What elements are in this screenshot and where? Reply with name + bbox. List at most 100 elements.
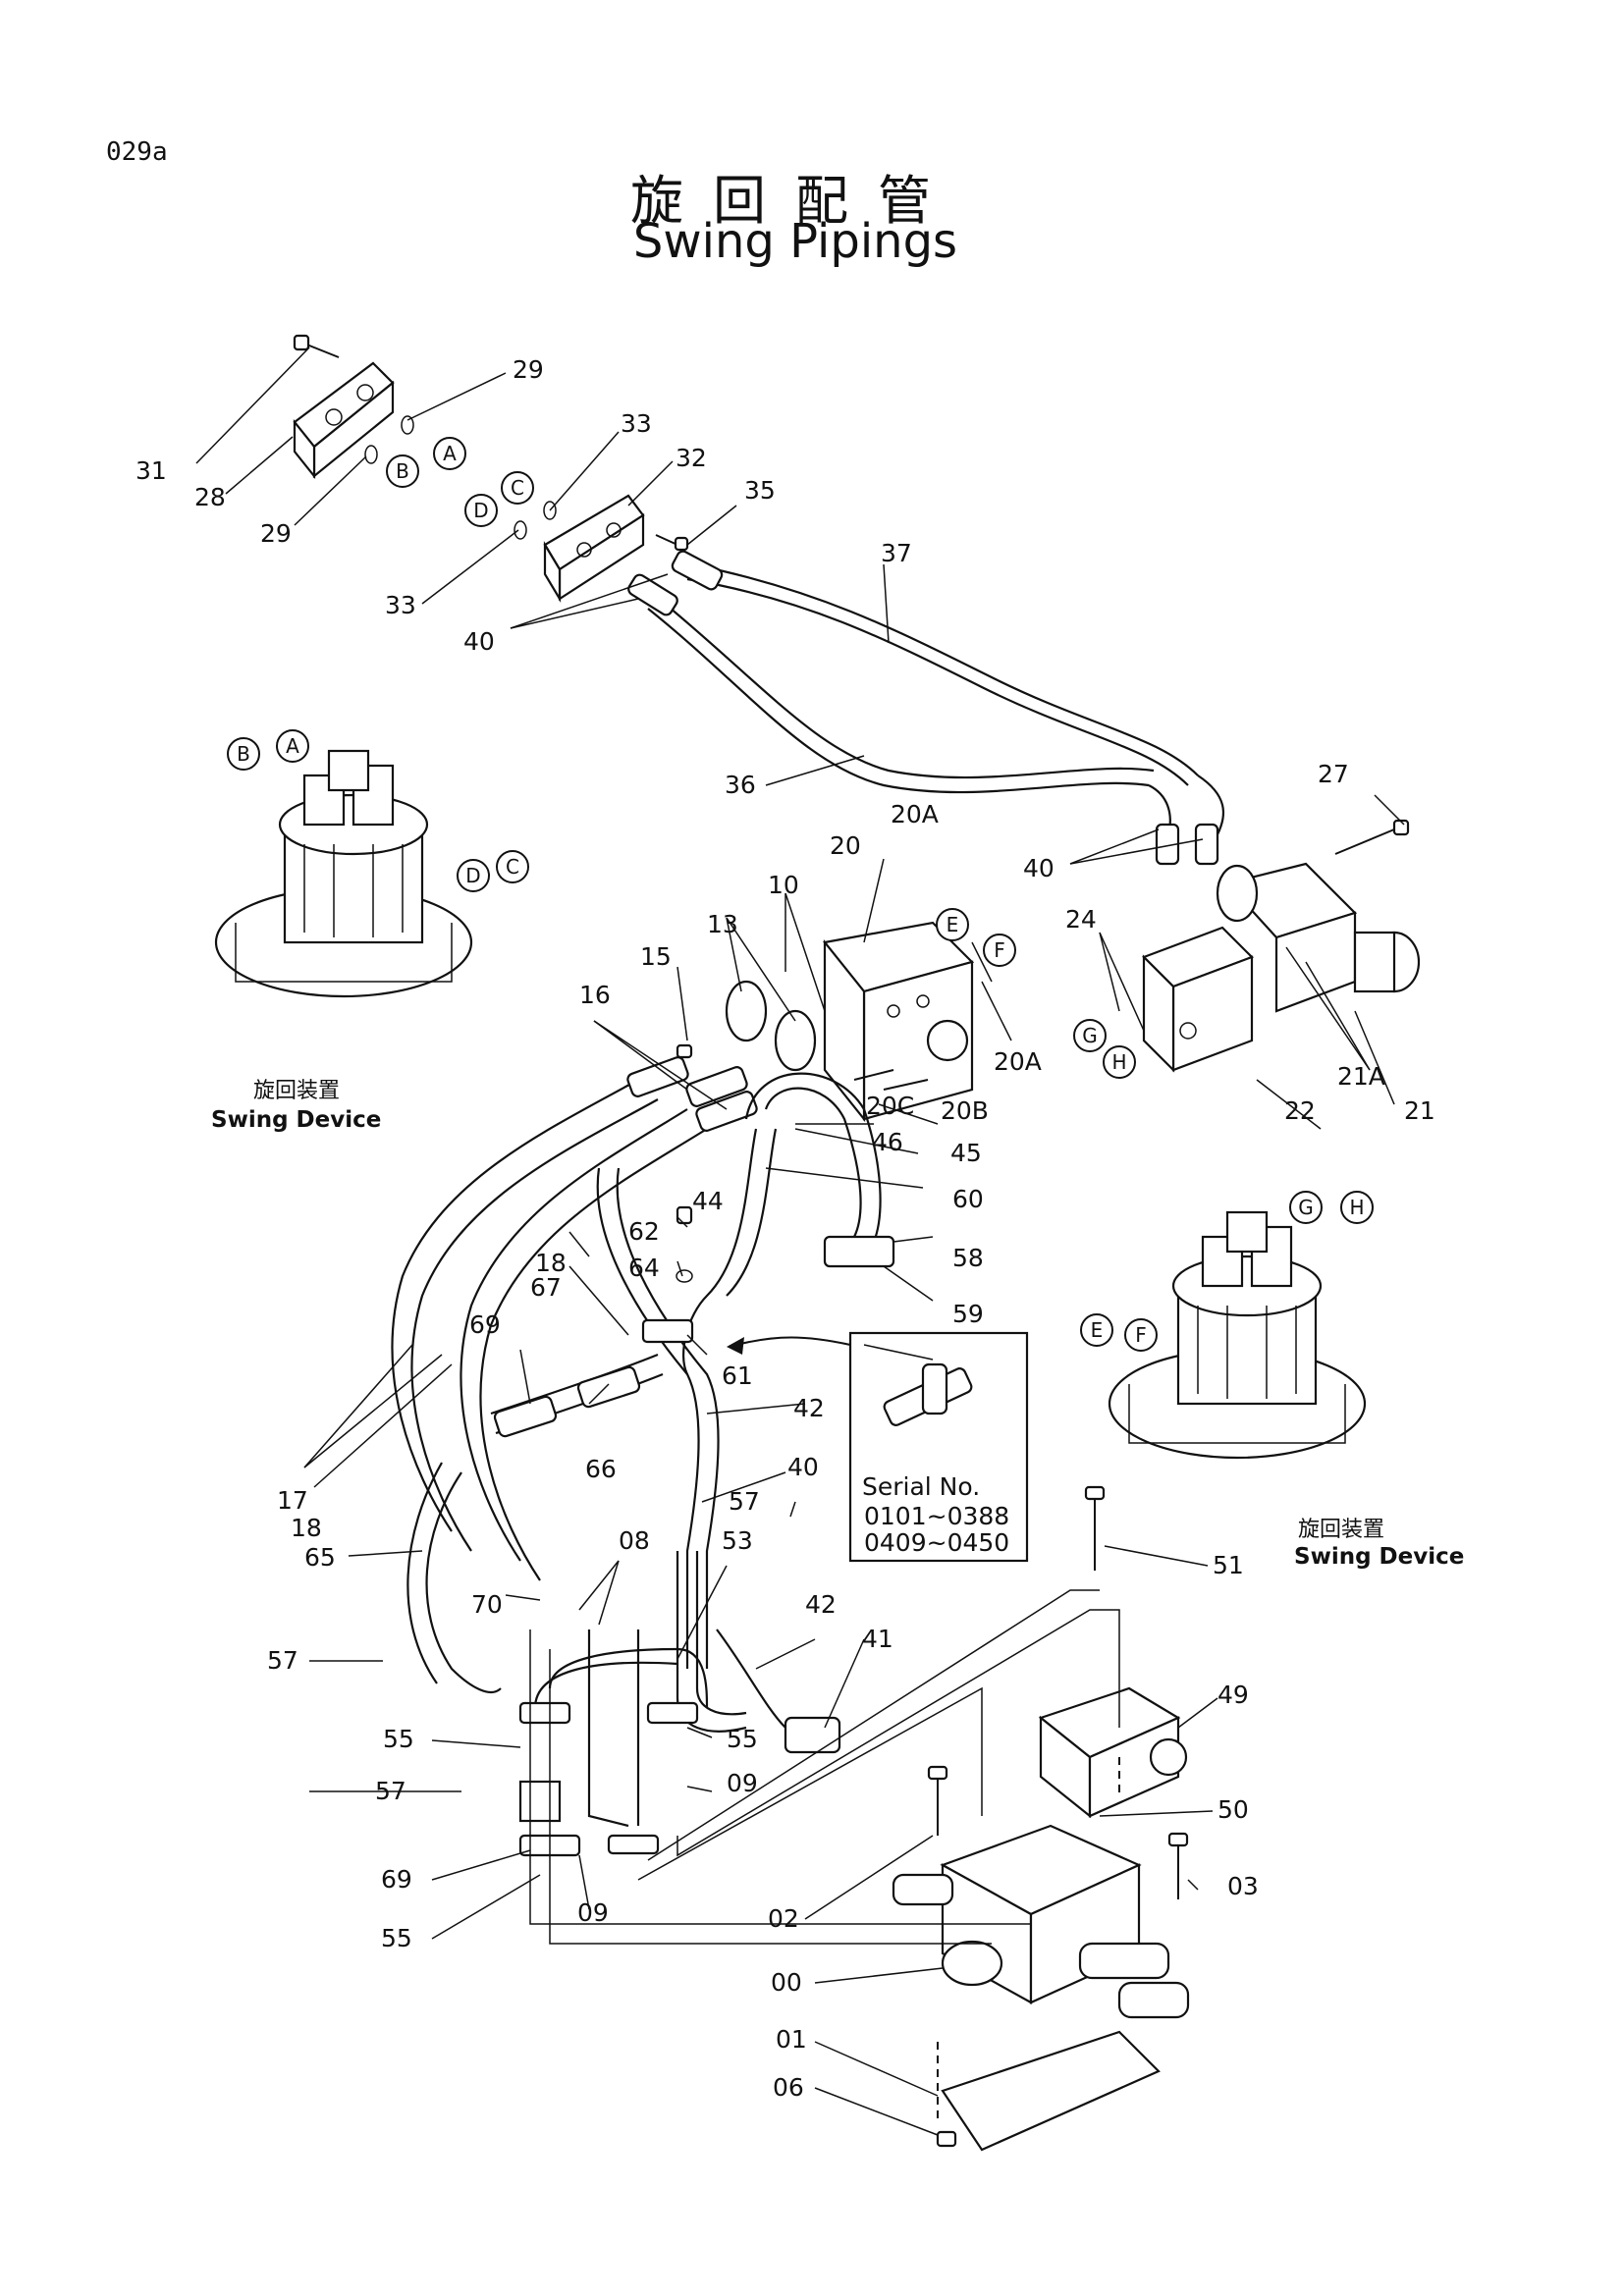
- label-49: 49: [1217, 1681, 1249, 1709]
- label-41: 41: [862, 1625, 893, 1653]
- label-33: 35: [744, 476, 776, 505]
- label-14: 10: [768, 871, 799, 899]
- label-21: 21: [1404, 1096, 1435, 1125]
- label-20A-right: 20A: [994, 1047, 1042, 1076]
- page-code: 029a: [106, 137, 168, 167]
- label-31: 32: [676, 444, 707, 472]
- label-70: 70: [471, 1590, 503, 1619]
- label-54-mid: 55: [727, 1725, 758, 1753]
- label-36: 37: [881, 539, 912, 567]
- svg-text:H: H: [1111, 1050, 1126, 1074]
- caption-swing-device-left-en: Swing Device: [211, 1107, 381, 1133]
- flange-plate-27: [293, 361, 395, 480]
- label-51: 51: [1213, 1551, 1244, 1579]
- valve-49: [1038, 1686, 1188, 1819]
- port-F-right: F: [1124, 1318, 1158, 1352]
- label-22: 22: [1284, 1096, 1316, 1125]
- label-28-top: 29: [513, 355, 544, 384]
- captions: 旋回装置 Swing Device 旋回装置 Swing Device Seri…: [211, 1079, 1464, 1570]
- port-E-right: E: [1080, 1313, 1113, 1347]
- svg-text:C: C: [506, 855, 519, 879]
- label-46A: 46: [872, 1128, 903, 1156]
- label-17: 17: [277, 1486, 308, 1515]
- swing-device-left: [214, 749, 473, 998]
- label-21A: 21A: [1337, 1062, 1385, 1091]
- svg-text:E: E: [947, 913, 959, 936]
- port-A-left: A: [276, 729, 309, 763]
- fittings-37: [627, 550, 1219, 866]
- label-18: 18: [291, 1514, 322, 1542]
- label-18-top: 18: [535, 1249, 567, 1277]
- label-55-top: 57: [729, 1487, 760, 1516]
- label-57: 58: [952, 1244, 984, 1272]
- label-55-mid: 57: [267, 1646, 298, 1675]
- serial-label: Serial No.: [862, 1472, 980, 1501]
- svg-text:A: A: [443, 442, 457, 465]
- label-59: 60: [952, 1185, 984, 1213]
- label-09: 09: [577, 1898, 609, 1927]
- label-44: 44: [692, 1187, 724, 1215]
- valve-block-20: [822, 921, 975, 1123]
- label-40: 40: [787, 1453, 819, 1481]
- svg-text:D: D: [465, 864, 480, 887]
- port-C-top: C: [501, 471, 534, 505]
- clamp-60: [641, 1205, 694, 1344]
- label-13: 13: [707, 910, 738, 938]
- serial-range-2: 0409~0450: [864, 1528, 1009, 1557]
- label-27: 28: [194, 483, 226, 511]
- label-00: 00: [771, 1968, 802, 1997]
- label-69: 69: [381, 1865, 412, 1894]
- caption-swing-device-right-en: Swing Device: [1294, 1544, 1464, 1570]
- bolt-33: [655, 534, 689, 552]
- label-61: 62: [628, 1217, 660, 1246]
- svg-text:B: B: [237, 742, 250, 766]
- label-37-top: 40: [463, 627, 495, 656]
- label-20C: 20C: [866, 1092, 914, 1120]
- port-G-right: G: [1289, 1191, 1323, 1224]
- svg-text:B: B: [396, 459, 409, 483]
- part-labels: 29 31 28 29 33 32 35 33 40 37 36 27 20A …: [135, 355, 1435, 2102]
- port-C-left: C: [496, 850, 529, 883]
- pipe-53: [518, 1647, 709, 1725]
- label-55-bottom: 57: [375, 1777, 406, 1805]
- label-02: 02: [768, 1904, 799, 1933]
- bolt-24: [1334, 819, 1410, 855]
- svg-text:H: H: [1349, 1196, 1364, 1219]
- port-H-right: H: [1340, 1191, 1374, 1224]
- svg-text:E: E: [1091, 1318, 1104, 1342]
- label-60: 61: [722, 1362, 753, 1390]
- label-24: 27: [1318, 760, 1349, 788]
- label-65: 66: [585, 1455, 617, 1483]
- label-16: 16: [579, 981, 611, 1009]
- label-67: 69: [469, 1310, 501, 1339]
- port-E-top: E: [936, 908, 969, 941]
- svg-text:D: D: [473, 499, 488, 522]
- svg-text:C: C: [511, 476, 524, 500]
- hose-fittings-16: [626, 1056, 758, 1132]
- port-G-block: G: [1073, 1019, 1107, 1052]
- label-10: 09: [727, 1769, 758, 1797]
- hose-65-66-67: [490, 1353, 664, 1438]
- label-08: 08: [619, 1526, 650, 1555]
- hoses-17-18-64: [391, 1079, 708, 1693]
- svg-text:G: G: [1082, 1024, 1098, 1047]
- port-F-top: F: [983, 934, 1016, 967]
- svg-text:A: A: [286, 734, 299, 758]
- label-03: 03: [1227, 1872, 1259, 1900]
- swing-device-right: [1108, 1210, 1367, 1460]
- label-62: 64: [628, 1254, 660, 1282]
- label-06: 06: [773, 2073, 804, 2102]
- svg-text:F: F: [1135, 1323, 1147, 1347]
- label-50: 50: [1217, 1795, 1249, 1824]
- label-45: 42: [793, 1394, 825, 1422]
- pipe-44: [682, 1128, 778, 1375]
- label-66: 67: [530, 1273, 562, 1302]
- bolts-20B-15: [676, 1043, 929, 1091]
- bolts-02-03-51: [927, 1485, 1189, 2148]
- bolt-29: [293, 334, 340, 358]
- svg-text:G: G: [1298, 1196, 1314, 1219]
- o-rings-top: [364, 415, 557, 540]
- port-D-left: D: [457, 859, 490, 892]
- flanges-13: [725, 980, 817, 1072]
